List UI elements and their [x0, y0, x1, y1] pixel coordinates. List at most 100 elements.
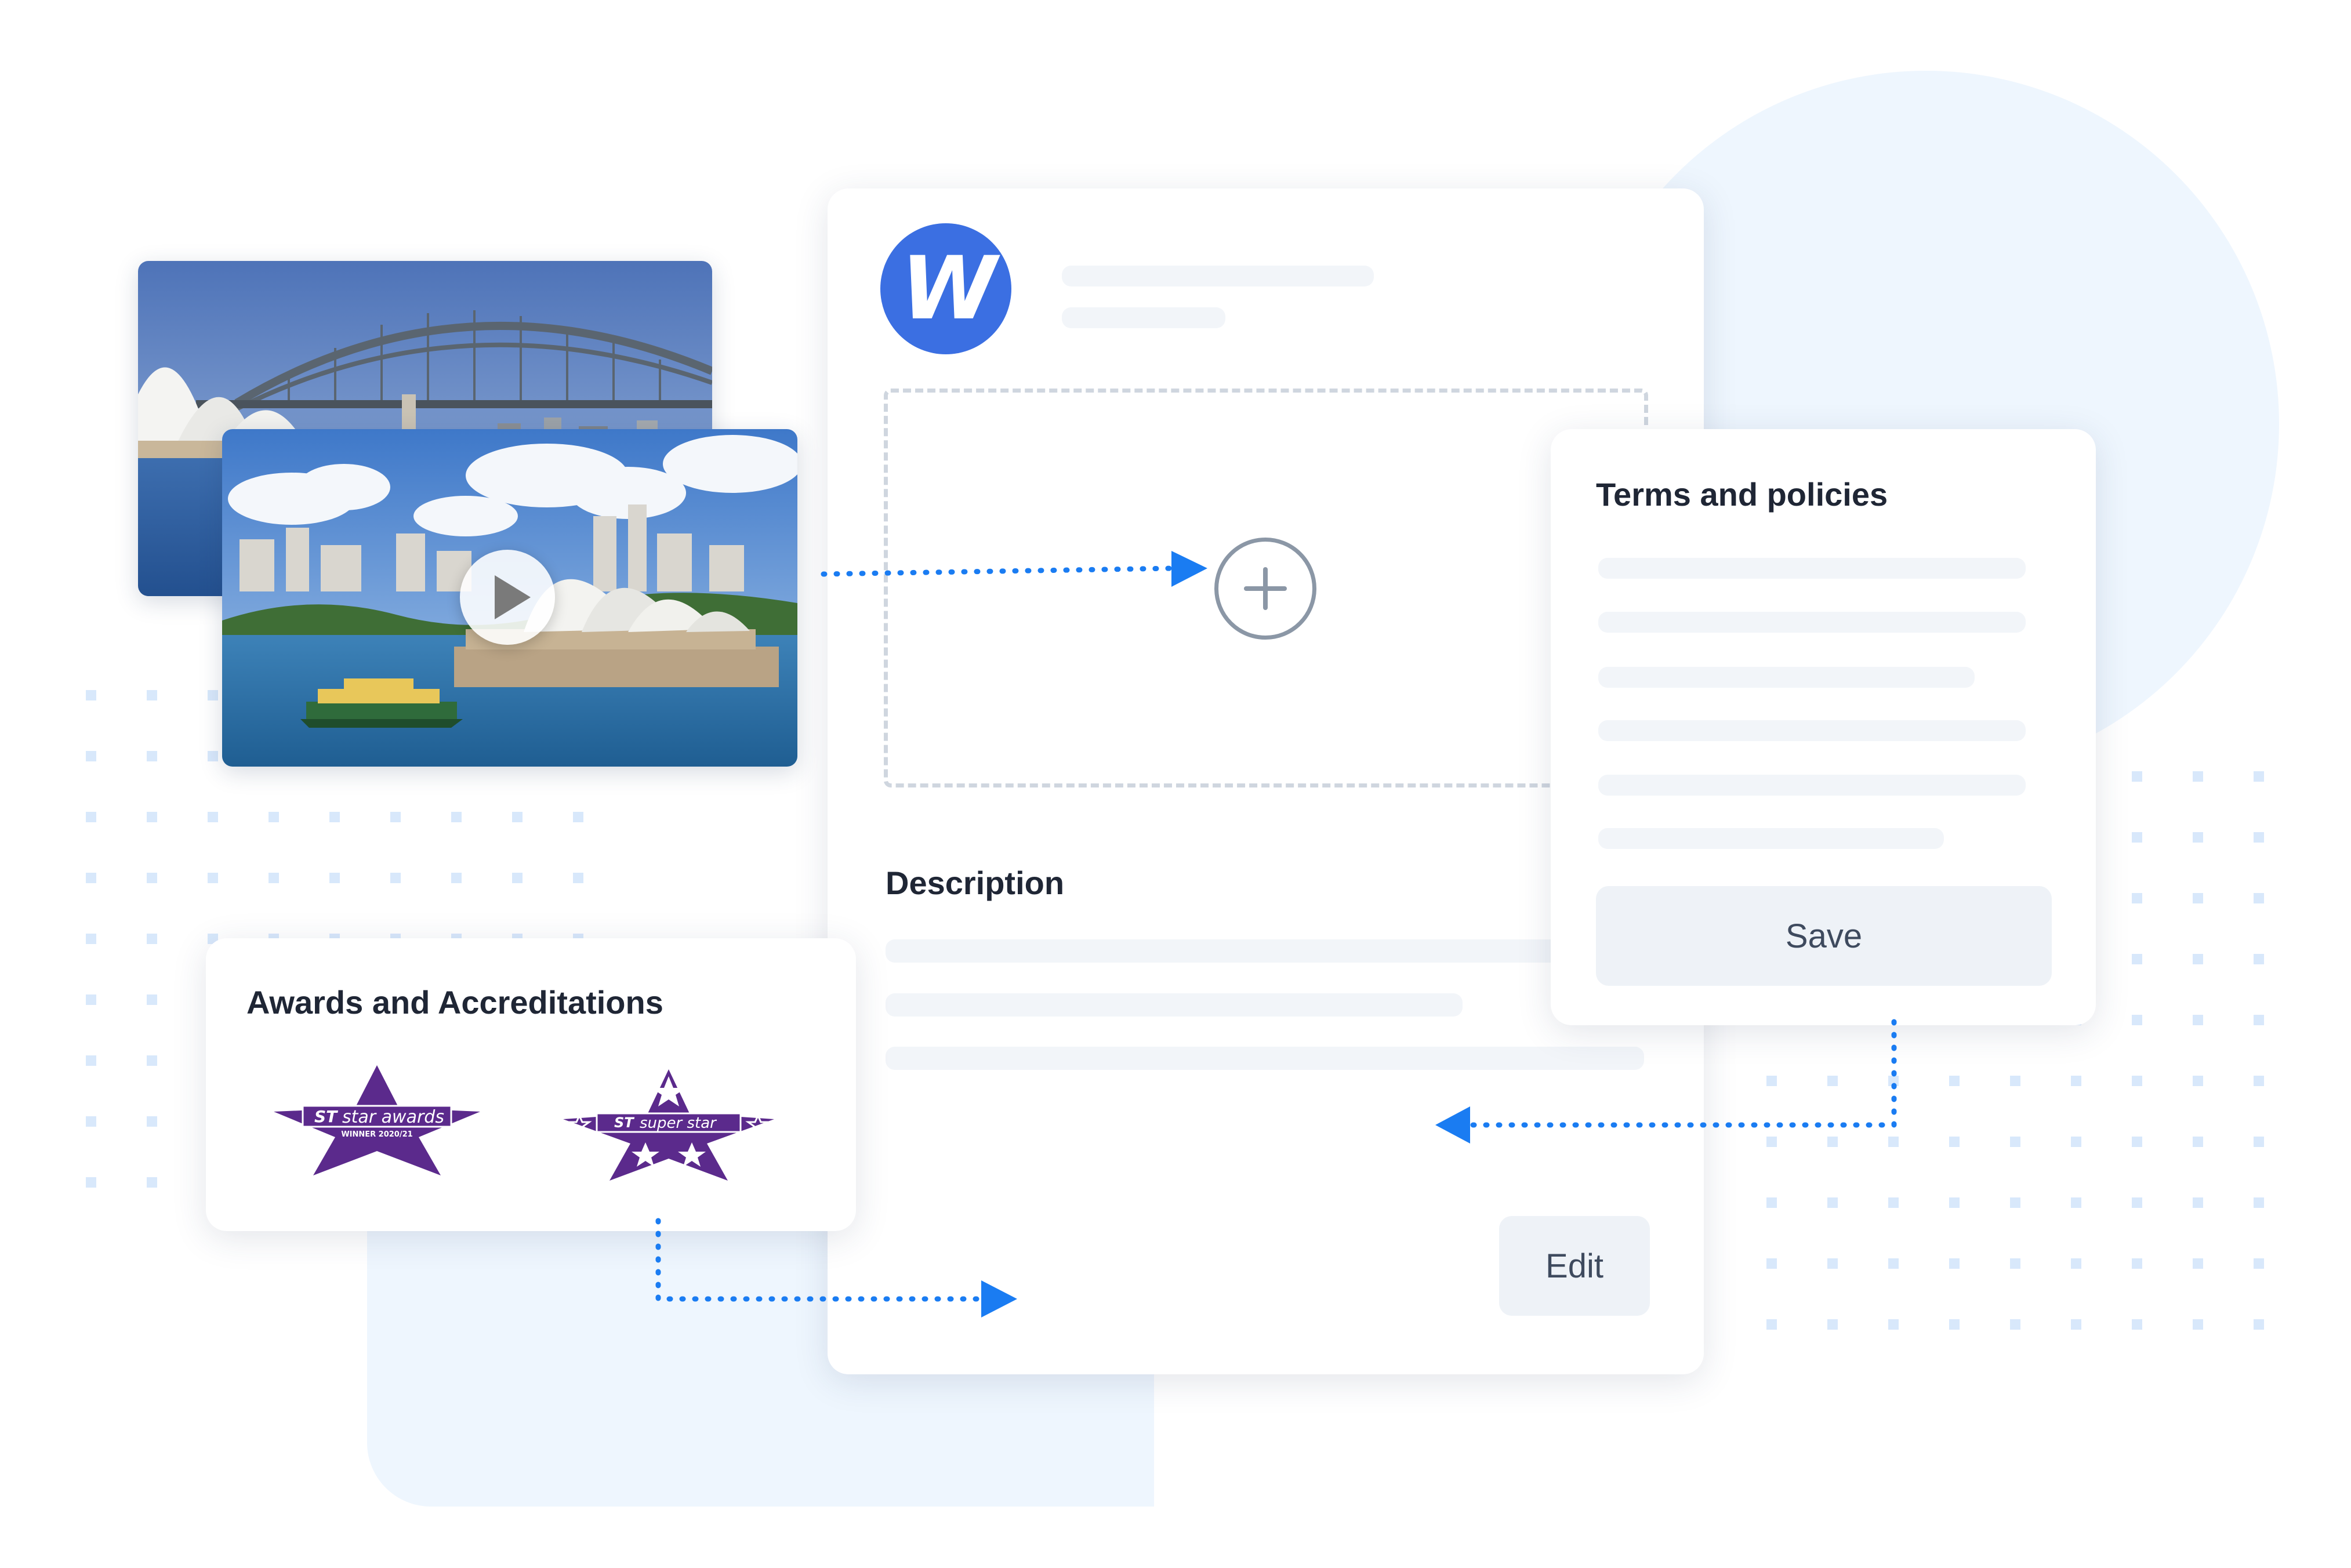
grid-dot: [208, 812, 218, 822]
grid-dot: [2193, 1076, 2203, 1086]
grid-dot: [86, 1116, 96, 1127]
grid-dot: [2132, 1258, 2142, 1269]
grid-dot: [2071, 1137, 2081, 1147]
grid-dot: [2132, 954, 2142, 964]
grid-dot: [147, 934, 157, 944]
brand-logo: W: [880, 223, 1011, 354]
grid-dot: [1888, 1319, 1899, 1330]
grid-dot: [86, 1055, 96, 1066]
grid-dot: [451, 873, 462, 883]
grid-dot: [1827, 1319, 1838, 1330]
grid-dot: [1949, 1258, 1960, 1269]
grid-dot: [147, 1177, 157, 1188]
awards-card: Awards and Accreditations ST star awards…: [206, 938, 856, 1231]
star-awards-badge[interactable]: ST star awards WINNER 2020/21: [267, 1063, 487, 1179]
badge-brand: ST: [614, 1115, 634, 1131]
grid-dot: [390, 873, 401, 883]
grid-dot: [208, 873, 218, 883]
grid-dot: [2010, 1319, 2020, 1330]
title-placeholder: [1062, 266, 1374, 286]
grid-dot: [390, 812, 401, 822]
super-star-badge[interactable]: ST super star: [558, 1067, 779, 1183]
grid-dot: [1766, 1076, 1777, 1086]
awards-heading: Awards and Accreditations: [246, 984, 663, 1021]
grid-dot: [208, 690, 218, 700]
grid-dot: [1827, 1076, 1838, 1086]
add-media-button[interactable]: [1214, 538, 1316, 640]
grid-dot: [86, 690, 96, 700]
opera-house-image: [222, 429, 797, 767]
grid-dot: [147, 994, 157, 1005]
grid-dot: [2254, 1076, 2264, 1086]
terms-line: [1598, 612, 2026, 633]
grid-dot: [2193, 1258, 2203, 1269]
grid-dot: [1949, 1197, 1960, 1208]
grid-dot: [2254, 954, 2264, 964]
grid-dot: [2132, 1319, 2142, 1330]
grid-dot: [2071, 1258, 2081, 1269]
grid-dot: [573, 812, 583, 822]
brand-logo-letter: W: [901, 238, 996, 339]
grid-dot: [451, 812, 462, 822]
grid-dot: [1827, 1197, 1838, 1208]
description-line: [886, 993, 1463, 1017]
grid-dot: [2010, 1197, 2020, 1208]
description-line: [886, 939, 1644, 963]
grid-dot: [1949, 1319, 1960, 1330]
badge-name: star awards: [342, 1107, 444, 1127]
grid-dot: [1827, 1258, 1838, 1269]
grid-dot: [2193, 1015, 2203, 1025]
grid-dot: [86, 1177, 96, 1188]
grid-dot: [1827, 1137, 1838, 1147]
grid-dot: [2254, 1137, 2264, 1147]
video-thumbnail[interactable]: [222, 429, 797, 767]
play-icon: [495, 575, 531, 619]
badge-brand: ST: [314, 1107, 338, 1126]
terms-line: [1598, 558, 2026, 579]
terms-line: [1598, 720, 2026, 741]
grid-dot: [2193, 1137, 2203, 1147]
grid-dot: [2254, 1197, 2264, 1208]
grid-dot: [2193, 1197, 2203, 1208]
grid-dot: [1888, 1076, 1899, 1086]
grid-dot: [1766, 1137, 1777, 1147]
grid-dot: [147, 1055, 157, 1066]
grid-dot: [2254, 1258, 2264, 1269]
grid-dot: [1949, 1076, 1960, 1086]
grid-dot: [1766, 1319, 1777, 1330]
grid-dot: [2010, 1258, 2020, 1269]
grid-dot: [2132, 1076, 2142, 1086]
terms-line: [1598, 667, 1975, 688]
grid-dot: [86, 934, 96, 944]
grid-dot: [147, 812, 157, 822]
star-badge-icon: [274, 1065, 480, 1175]
grid-dot: [2254, 832, 2264, 843]
grid-dot: [86, 751, 96, 761]
grid-dot: [208, 751, 218, 761]
grid-dot: [86, 873, 96, 883]
terms-and-policies-card: Terms and policies Save: [1551, 429, 2096, 1025]
grid-dot: [1888, 1197, 1899, 1208]
grid-dot: [1888, 1137, 1899, 1147]
save-button[interactable]: Save: [1596, 886, 2052, 986]
play-button[interactable]: [460, 550, 555, 645]
grid-dot: [147, 873, 157, 883]
grid-dot: [2071, 1197, 2081, 1208]
grid-dot: [2254, 1319, 2264, 1330]
grid-dot: [329, 812, 340, 822]
grid-dot: [1766, 1258, 1777, 1269]
grid-dot: [2132, 1015, 2142, 1025]
grid-dot: [2071, 1319, 2081, 1330]
grid-dot: [2254, 893, 2264, 903]
grid-dot: [147, 1116, 157, 1127]
grid-dot: [512, 873, 523, 883]
grid-dot: [147, 690, 157, 700]
grid-dot: [2010, 1076, 2020, 1086]
grid-dot: [573, 873, 583, 883]
grid-dot: [86, 812, 96, 822]
grid-dot: [2193, 954, 2203, 964]
subtitle-placeholder: [1062, 307, 1225, 328]
grid-dot: [2010, 1137, 2020, 1147]
grid-dot: [2132, 1197, 2142, 1208]
edit-button[interactable]: Edit: [1499, 1216, 1650, 1316]
